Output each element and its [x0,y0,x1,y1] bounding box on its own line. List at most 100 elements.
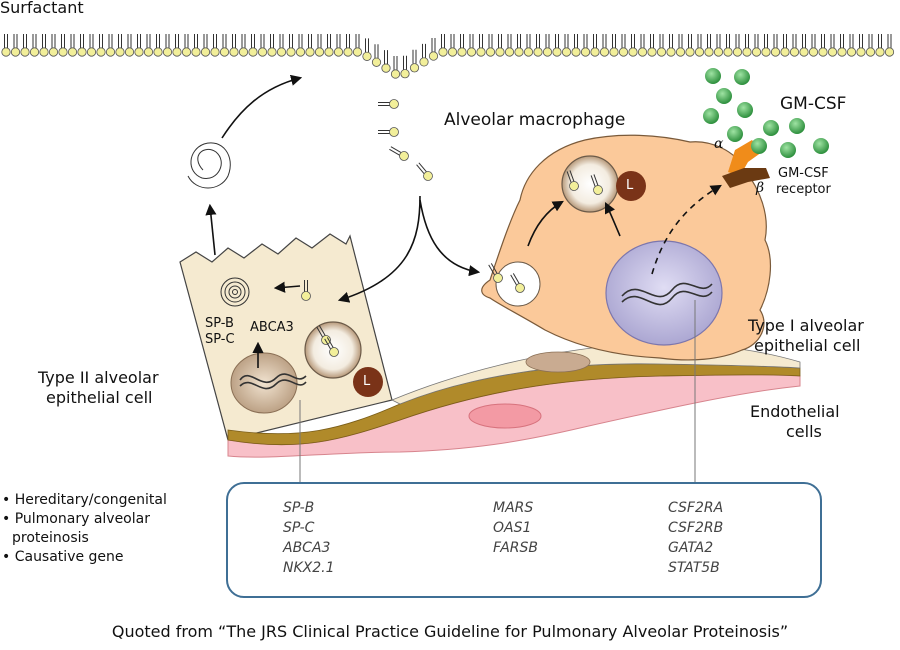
surfactant-lipid [580,34,591,57]
lysosome-label-macrophage: L [626,178,634,193]
surfactant-lipid [808,34,819,57]
surfactant-lipid [732,34,743,57]
endothelial-label-line2: cells [786,422,822,441]
surfactant-lipid [799,34,809,57]
surfactant-lipid [599,34,610,57]
alpha-label: α [714,136,724,152]
surfactant-lipid [780,34,790,57]
surfactant-lipid [761,34,771,57]
gene-list-type2: SP-B SP-C ABCA3 NKX2.1 [283,498,335,578]
surfactant-lipid [466,34,477,57]
surfactant-lipid [514,34,524,57]
surfactant-lipid [884,34,895,57]
surfactant-lipid [837,34,847,57]
surfactant-lipid [609,34,619,57]
gene-item: OAS1 [493,520,532,536]
surfactant-lipid [343,34,353,57]
figure-caption: Quoted from “The JRS Clinical Practice G… [111,622,789,641]
sp-c-label: SP-C [205,332,235,347]
surfactant-lipid [751,34,762,57]
surfactant-lipid [533,34,543,57]
surfactant-lipid [324,34,334,57]
gm-csf-ball [751,138,767,154]
surfactant-lipid [419,43,429,67]
surfactant-lipid [618,34,629,57]
surfactant-layer [1,34,895,79]
gm-csf-ball [716,88,732,104]
sp-b-label: SP-B [205,316,234,331]
surfactant-lipid [115,34,125,57]
surfactant-lipid [789,34,800,57]
lipid-molecule [510,273,525,293]
type2-cell-label-line1: Type II alveolar [38,368,159,387]
surfactant-lipid [229,34,239,57]
surfactant-lipid [257,34,268,57]
surfactant-lipid [267,34,277,57]
lipid-molecule [301,280,311,301]
gene-item: GATA2 [668,540,714,556]
surfactant-lipid [485,34,496,57]
lipid-molecule [416,162,433,181]
surfactant-lipid [495,34,505,57]
type2-alveolar-cell [179,233,393,441]
gm-csf-ball [813,138,829,154]
legend-item-pap: • Pulmonary alveolar [2,511,150,527]
gene-item: CSF2RA [668,500,724,516]
surfactant-lipid [48,34,59,57]
surfactant-lipid [875,34,885,57]
lysosome-type2 [353,367,383,397]
surfactant-lipid [666,34,676,57]
gm-csf-ball [789,118,805,134]
alveolar-macrophage-cell [481,134,771,361]
surfactant-lipid [172,34,182,57]
legend-item-hereditary: • Hereditary/congenital [2,492,167,508]
surfactant-lipid [191,34,201,57]
surfactant-lipid [742,34,752,57]
gm-csf-ball [763,120,779,136]
alveolar-macrophage-label: Alveolar macrophage [444,110,626,130]
type1-cell-label-line2: epithelial cell [754,336,861,355]
surfactant-lipid [77,34,87,57]
surfactant-lipid [305,34,315,57]
surfactant-label: Surfactant [0,0,84,17]
surfactant-lipid [181,34,192,57]
surfactant-lipid [105,34,116,57]
surfactant-lipid [238,34,249,57]
beta-label: β [756,180,765,196]
lipid-molecule [590,174,603,195]
lipid-molecule [566,170,579,191]
gm-csf-ball [727,126,743,142]
gm-csf-ball [737,102,753,118]
surfactant-lipid [248,34,258,57]
lipid-molecule [324,337,339,357]
surfactant-lipid [10,34,21,57]
lysosome-label-type2: L [363,374,371,389]
gene-box [226,482,822,598]
surfactant-lipid [58,34,68,57]
surfactant-lipid [856,34,866,57]
surfactant-lipid [827,34,838,57]
surfactant-lipid [124,34,135,57]
dna-helix-type2 [239,373,307,390]
abca3-label: ABCA3 [250,320,294,335]
legend: • Hereditary/congenital • Pulmonary alve… [2,491,167,567]
surfactant-lipid [200,34,211,57]
lysosome-macrophage [616,171,646,201]
surfactant-lipid [276,34,287,57]
surfactant-lipid [770,34,781,57]
lipid-molecule [488,263,503,283]
gene-item: CSF2RB [668,520,724,536]
lipid-molecule [378,99,399,109]
surfactant-lipid [571,34,581,57]
surfactant-lipid [865,34,876,57]
gm-csf-receptor-label-line1: GM-CSF [778,166,829,181]
surfactant-lipid [694,34,705,57]
surfactant-lipid [333,34,344,57]
type1-cell-label-line1: Type I alveolar [748,316,864,335]
surfactant-lipid [29,34,40,57]
gene-item: FARSB [493,540,539,556]
surfactant-lipid [846,34,857,57]
surfactant-lipid [371,44,382,67]
gene-item: STAT5B [668,560,720,576]
surfactant-lipid [390,56,401,79]
